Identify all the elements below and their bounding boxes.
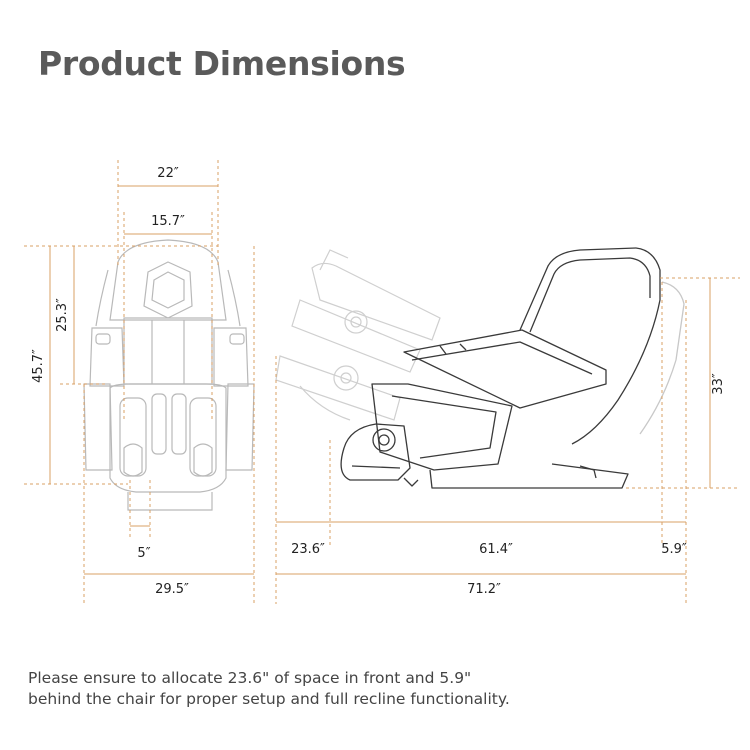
side-view-dimension-lines — [275, 277, 740, 604]
label-side-front-clearance: 23.6″ — [291, 542, 325, 557]
label-front-inner-width: 15.7″ — [151, 214, 185, 229]
label-side-height: 33″ — [711, 373, 726, 395]
setup-note: Please ensure to allocate 23.6" of space… — [28, 668, 510, 710]
side-view-chair — [340, 247, 685, 489]
label-front-footrest-gap: 5″ — [137, 546, 150, 561]
front-view-dimension-lines — [24, 160, 255, 604]
setup-note-line-1: Please ensure to allocate 23.6" of space… — [28, 669, 472, 687]
label-side-chair-length: 61.4″ — [479, 542, 513, 557]
setup-note-line-2: behind the chair for proper setup and fu… — [28, 690, 510, 708]
label-front-backrest-height: 25.3″ — [55, 298, 70, 332]
front-view-chair — [83, 239, 255, 511]
side-view-reclined-ghost — [275, 249, 441, 421]
label-front-total-height: 45.7″ — [31, 349, 46, 383]
label-side-total-length: 71.2″ — [467, 582, 501, 597]
label-front-outer-width: 22″ — [157, 166, 179, 181]
label-front-base-width: 29.5″ — [155, 582, 189, 597]
page-title: Product Dimensions — [38, 44, 406, 83]
label-side-back-clearance: 5.9″ — [661, 542, 687, 557]
